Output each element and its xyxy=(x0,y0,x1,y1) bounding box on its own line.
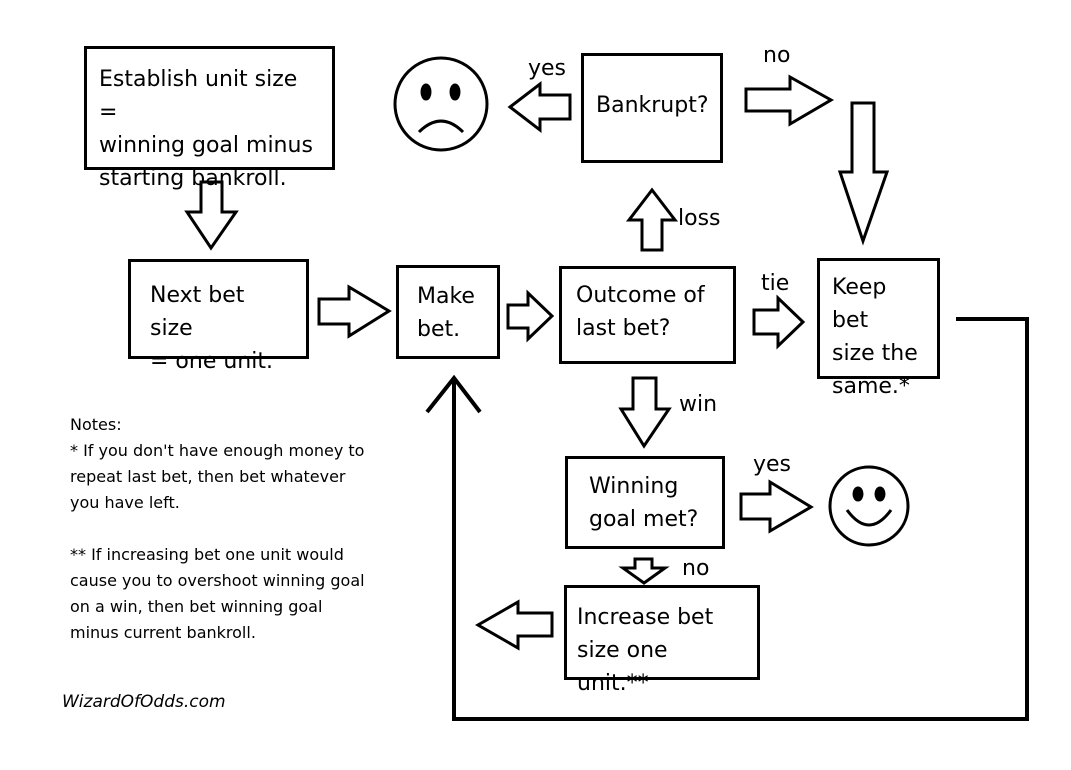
increase-bet-text: Increase bet size one unit.** xyxy=(577,605,714,696)
winning-goal-text: Winning goal met? xyxy=(589,474,699,532)
arrow-next-to-make xyxy=(317,284,392,339)
label-bankrupt-no: no xyxy=(763,43,791,68)
establish-unit-box: Establish unit size = winning goal minus… xyxy=(84,46,335,191)
keep-bet-text: Keep bet size the same.* xyxy=(832,275,918,399)
arrow-bankrupt-no xyxy=(744,74,835,127)
outcome-text: Outcome of last bet? xyxy=(576,283,705,341)
bankrupt-text: Bankrupt? xyxy=(596,93,709,118)
arrow-establish-to-next xyxy=(184,180,239,251)
label-outcome-loss: loss xyxy=(678,206,721,231)
arrow-increase-left xyxy=(474,599,554,651)
increase-bet-box: Increase bet size one unit.** xyxy=(564,585,760,696)
loop-line xyxy=(452,317,1029,721)
make-bet-box: Make bet. xyxy=(396,265,500,359)
note-2-line: minus current bankroll. xyxy=(70,623,256,642)
make-bet-text: Make bet. xyxy=(417,284,475,342)
arrow-win-down xyxy=(618,376,672,449)
note-1-line: you have left. xyxy=(70,493,180,512)
arrow-loss-up xyxy=(625,187,679,252)
label-bankrupt-yes: yes xyxy=(528,56,567,81)
notes-block: Notes: * If you don't have enough money … xyxy=(70,412,410,646)
arrow-make-to-outcome xyxy=(506,289,555,343)
establish-unit-text: Establish unit size = winning goal minus… xyxy=(99,67,313,191)
note-1-line: repeat last bet, then bet whatever xyxy=(70,467,346,486)
label-winning-yes: yes xyxy=(753,452,792,477)
bankrupt-box: Bankrupt? xyxy=(581,53,723,163)
label-outcome-tie: tie xyxy=(761,271,790,296)
arrow-no-down-to-keep xyxy=(837,101,890,246)
note-1-line: * If you don't have enough money to xyxy=(70,441,365,460)
note-2-line: cause you to overshoot winning goal xyxy=(70,571,365,590)
label-winning-no: no xyxy=(682,556,710,581)
keep-bet-box: Keep bet size the same.* xyxy=(817,258,940,399)
arrow-winning-yes xyxy=(739,479,814,534)
note-2-line: on a win, then bet winning goal xyxy=(70,597,323,616)
label-outcome-win: win xyxy=(679,392,718,417)
loop-arrowhead xyxy=(425,374,482,414)
next-bet-text: Next bet size = one unit. xyxy=(150,283,273,374)
arrow-tie xyxy=(752,294,806,350)
note-2-line: ** If increasing bet one unit would xyxy=(70,545,344,564)
sad-face-icon xyxy=(393,56,489,152)
notes-heading: Notes: xyxy=(70,415,122,434)
site-credit: WizardOfOdds.com xyxy=(62,692,226,712)
happy-face-icon xyxy=(828,465,910,547)
arrow-winning-no xyxy=(618,557,670,585)
outcome-box: Outcome of last bet? xyxy=(559,266,736,364)
arrow-bankrupt-yes xyxy=(507,80,572,134)
next-bet-box: Next bet size = one unit. xyxy=(128,259,309,374)
winning-goal-box: Winning goal met? xyxy=(565,456,725,549)
